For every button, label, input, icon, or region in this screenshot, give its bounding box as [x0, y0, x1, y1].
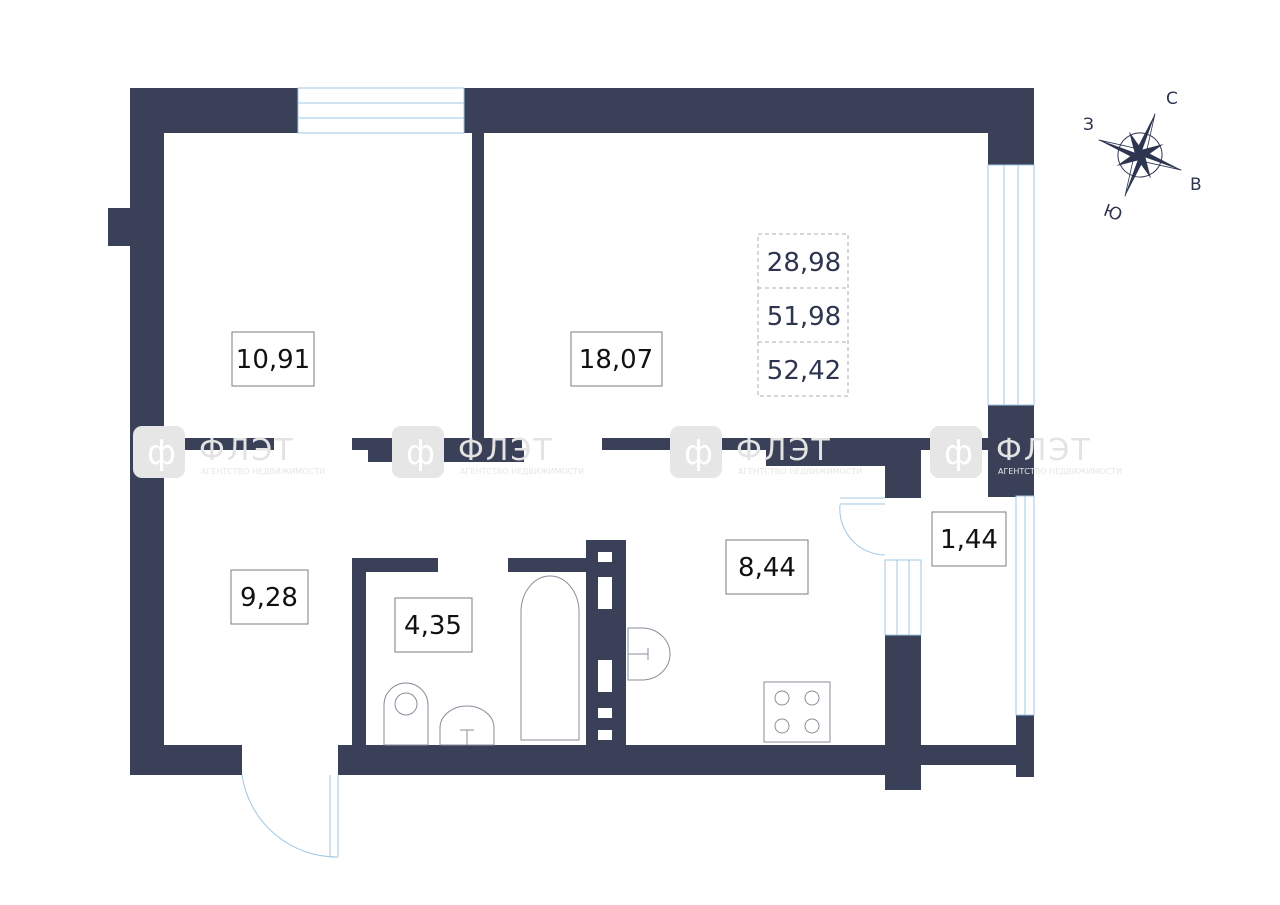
watermark-glyph: ф	[684, 433, 713, 473]
toilet-bowl	[394, 692, 418, 716]
stove-burner	[774, 718, 790, 734]
watermark-glyph: ф	[406, 433, 435, 473]
watermarks: ф ФЛЭТ АГЕНТСТВО НЕДВИЖИМОСТИ ф ФЛЭТ АГЕ…	[133, 426, 1122, 478]
stove-burner	[774, 690, 790, 706]
total-area-with-balcony: 52,42	[767, 356, 841, 386]
compass-east: В	[1190, 175, 1202, 195]
room-label-balcony: 1,44	[931, 511, 1007, 567]
compass-rose-icon	[1098, 113, 1182, 197]
room-area-living-room: 18,07	[579, 345, 653, 375]
watermark-brand: ФЛЭТ	[736, 433, 832, 468]
room-label-living-room: 18,07	[570, 331, 663, 387]
living-area-total: 28,98	[767, 248, 841, 278]
watermark-glyph: ф	[147, 433, 176, 473]
compass-south: Ю	[1101, 201, 1125, 226]
room-area-bathroom: 4,35	[404, 611, 462, 641]
compass-west: З	[1083, 115, 1094, 135]
watermark-brand: ФЛЭТ	[996, 433, 1092, 468]
sink	[439, 705, 495, 746]
doors	[241, 497, 886, 858]
windows	[297, 87, 1035, 716]
total-area: 51,98	[767, 302, 841, 332]
watermark-brand: ФЛЭТ	[458, 433, 554, 468]
bathtub	[520, 575, 580, 741]
kitchen-sink	[627, 627, 671, 681]
area-totals: 28,98 51,98 52,42	[757, 233, 849, 397]
watermark-glyph: ф	[944, 433, 973, 473]
room-area-balcony: 1,44	[940, 525, 998, 555]
watermark-tagline: АГЕНТСТВО НЕДВИЖИМОСТИ	[201, 467, 325, 476]
room-label-bathroom: 4,35	[394, 597, 473, 653]
watermark-tagline: АГЕНТСТВО НЕДВИЖИМОСТИ	[460, 467, 584, 476]
stove-burner	[804, 718, 820, 734]
watermark-tagline: АГЕНТСТВО НЕДВИЖИМОСТИ	[738, 467, 862, 476]
watermark-tagline: АГЕНТСТВО НЕДВИЖИМОСТИ	[998, 467, 1122, 476]
stove-burner	[804, 690, 820, 706]
watermark-brand: ФЛЭТ	[199, 433, 295, 468]
room-area-bedroom: 10,91	[236, 345, 310, 375]
room-labels: 10,91 18,07 9,28 4,35 8,44 1,44	[230, 331, 1007, 653]
room-area-hallway: 9,28	[240, 583, 298, 613]
room-label-bedroom: 10,91	[231, 331, 315, 387]
compass-north: С	[1166, 89, 1178, 109]
fixtures	[383, 575, 831, 746]
walls	[108, 88, 1034, 790]
stove	[763, 681, 831, 743]
room-label-kitchen: 8,44	[725, 539, 809, 595]
room-area-kitchen: 8,44	[738, 553, 796, 583]
room-label-hallway: 9,28	[230, 569, 309, 625]
